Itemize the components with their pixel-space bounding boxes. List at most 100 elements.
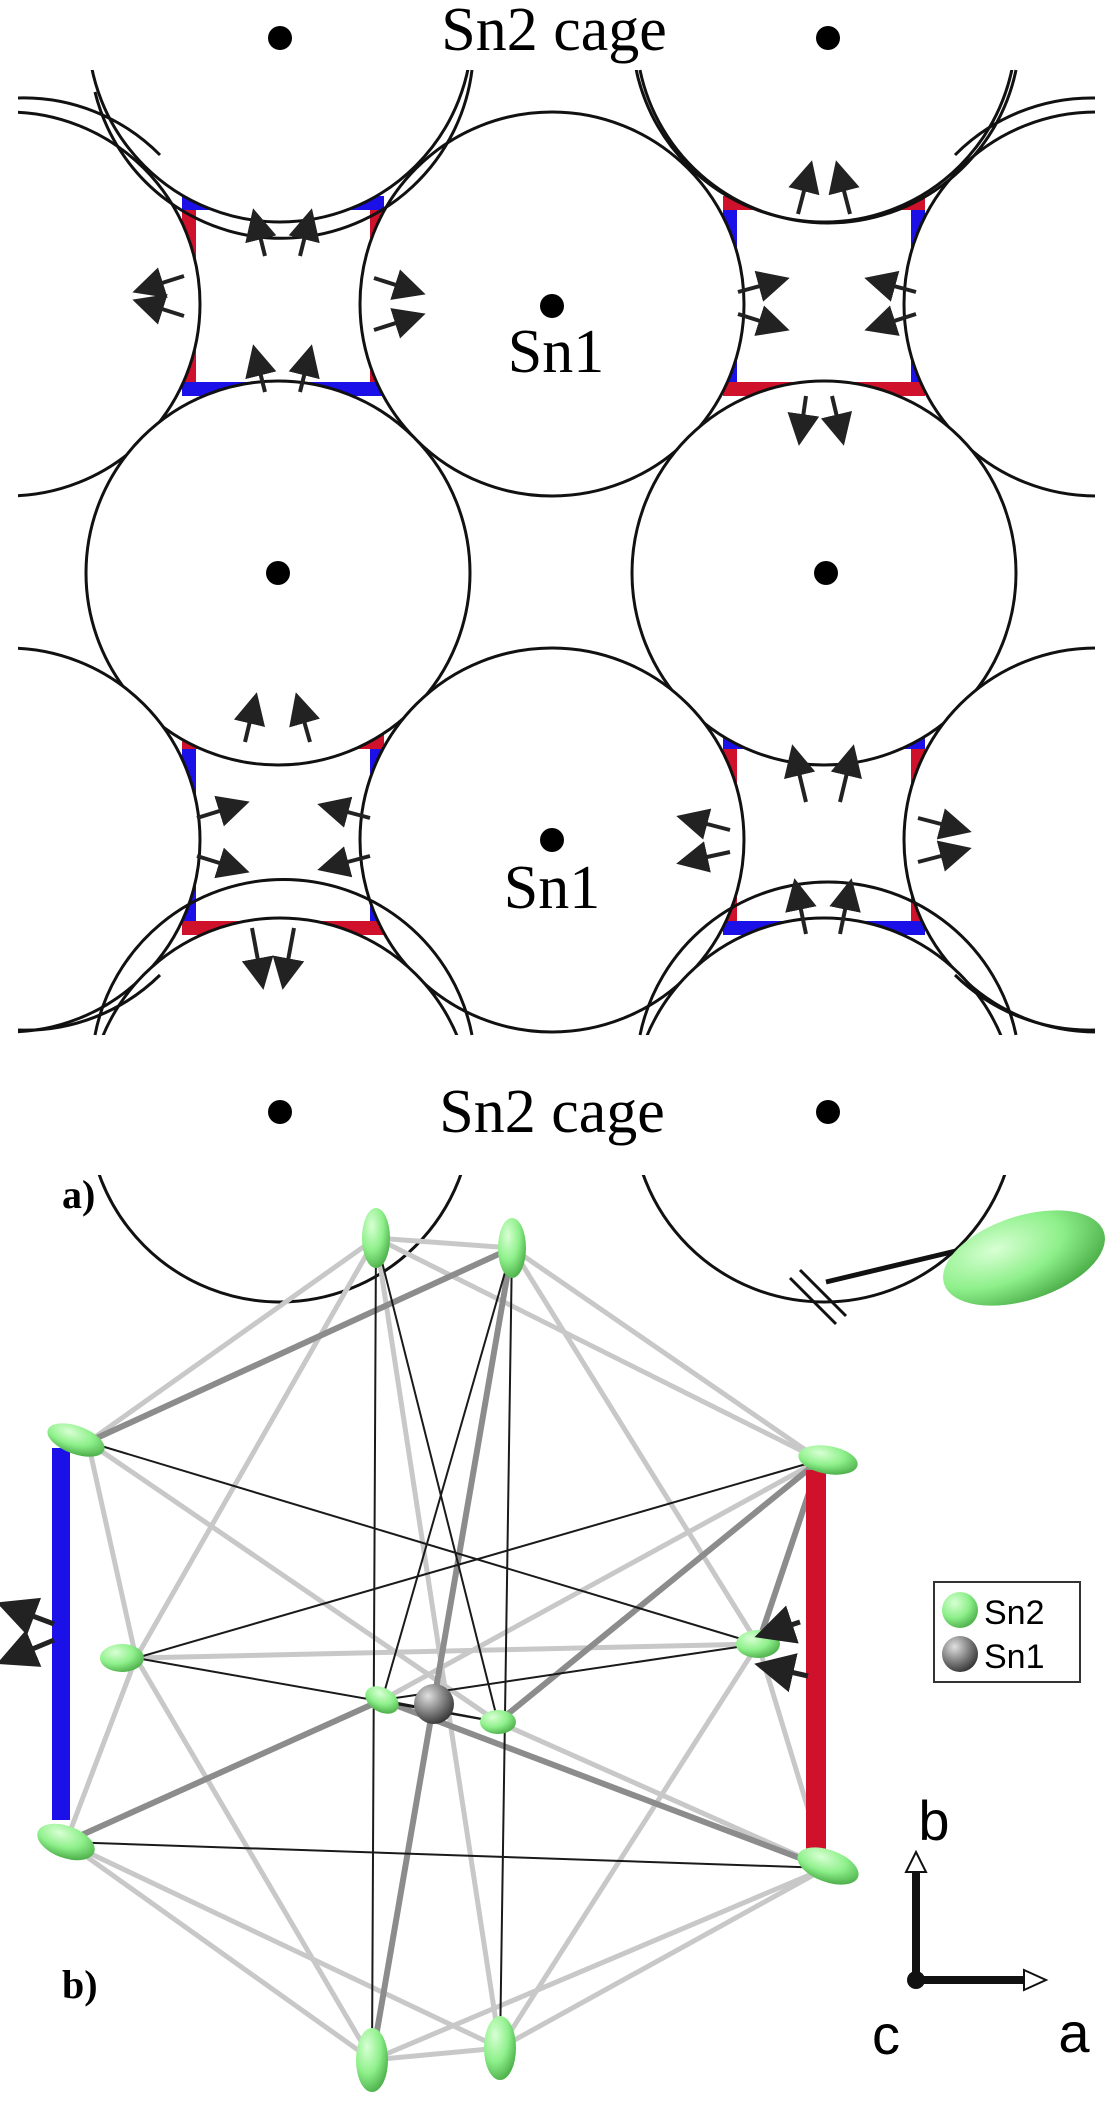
- enlarged-atom-inset: [788, 1210, 1105, 1326]
- sn1-center: [540, 828, 564, 852]
- bond: [379, 1697, 829, 1871]
- atom-dots: [266, 26, 840, 1124]
- arrow: [829, 878, 861, 935]
- sn2-atom-enlarged: [943, 1210, 1105, 1306]
- panel-a-label: a): [62, 1172, 95, 1217]
- sn2-atom: [100, 1644, 144, 1672]
- arrow: [917, 840, 972, 872]
- cage-arc: [638, 69, 1018, 225]
- bond: [135, 1459, 821, 1659]
- bond: [497, 1641, 761, 2051]
- sn1-label-upper: Sn1: [508, 318, 604, 386]
- arrow: [864, 270, 917, 302]
- inset-bond: [825, 1247, 961, 1285]
- bond: [379, 1457, 823, 1703]
- cage-arc: [638, 880, 1018, 1036]
- legend-sn2-swatch: [942, 1592, 978, 1628]
- bond: [63, 1839, 375, 2063]
- sn2-atom: [365, 1686, 399, 1714]
- red-channel-bar: [806, 1470, 826, 1852]
- arrow: [830, 744, 862, 803]
- c-axis-dot: [907, 1971, 925, 1989]
- bond: [371, 1237, 377, 2061]
- sn2-cage-center: [814, 561, 838, 585]
- arrow: [373, 269, 426, 300]
- c-axis-label: c: [872, 2003, 900, 2066]
- bond: [63, 1839, 503, 2051]
- bond: [375, 1237, 499, 1723]
- sn2-atom: [47, 1423, 105, 1457]
- arrow: [196, 847, 250, 879]
- bond: [87, 1441, 759, 1645]
- bond: [85, 1439, 139, 1661]
- cage-arc: [93, 877, 474, 1036]
- arrow: [132, 267, 185, 298]
- sn2-atom: [498, 1218, 526, 1278]
- arrow: [785, 878, 817, 935]
- arrow: [196, 795, 250, 827]
- a-axis-label: a: [1058, 2001, 1090, 2064]
- bond: [499, 1247, 513, 2049]
- bond: [509, 1245, 823, 1463]
- arrow: [233, 692, 266, 743]
- cage-arc: [17, 96, 162, 157]
- sn2-atom: [362, 1208, 390, 1268]
- bond: [85, 1235, 379, 1445]
- legend: Sn2 Sn1: [933, 1581, 1081, 1683]
- b-axis-arrowhead: [904, 1849, 928, 1873]
- arrow: [784, 744, 816, 803]
- sn1-atom: [414, 1684, 454, 1724]
- sn2-cage-center: [268, 26, 292, 50]
- bond: [65, 1841, 827, 1869]
- arrow: [676, 841, 731, 873]
- bond: [381, 1247, 513, 1701]
- arrow: [245, 344, 277, 393]
- arrow: [272, 927, 305, 990]
- bond: [373, 1235, 515, 1251]
- sn2-atom: [736, 1630, 780, 1658]
- bond: [133, 1235, 379, 1661]
- bond: [369, 1245, 515, 2063]
- arrow: [132, 294, 185, 325]
- bond: [497, 1865, 829, 2051]
- arrow: [917, 808, 972, 840]
- arrow: [737, 270, 790, 302]
- legend-sn1-label: Sn1: [984, 1638, 1045, 1676]
- arrow: [245, 208, 277, 257]
- bond: [373, 1235, 503, 2051]
- sn2-atom: [480, 1710, 516, 1734]
- sn2-cage-center: [816, 1100, 840, 1124]
- bond: [369, 2045, 503, 2063]
- arrow: [288, 344, 320, 393]
- break-mark: [798, 1268, 848, 1318]
- arrow: [828, 160, 860, 215]
- a-axis-arrowhead: [1023, 1968, 1049, 1992]
- arrow: [0, 1630, 55, 1667]
- arrow: [373, 308, 426, 339]
- axes-indicator: b a c: [872, 1789, 1090, 2066]
- b-axis-label: b: [918, 1789, 949, 1852]
- sn2-atom: [797, 1847, 859, 1885]
- bond: [63, 1697, 385, 1845]
- bond: [495, 1457, 823, 1725]
- bond: [63, 1655, 139, 1845]
- break-mark: [788, 1276, 838, 1326]
- arrow: [317, 796, 371, 828]
- cage-arc: [953, 96, 1096, 157]
- sn2-atom: [356, 2028, 388, 2092]
- sn2-cage-center: [268, 1100, 292, 1124]
- sn2-atom: [798, 1445, 858, 1475]
- displacement-arrows-b: [0, 1597, 809, 1693]
- arrow: [676, 808, 731, 840]
- arrow: [787, 395, 820, 446]
- panel-b: Sn2 Sn1 b a c b): [0, 1208, 1105, 2092]
- sn1-label-lower: Sn1: [504, 854, 600, 922]
- cage-arc: [17, 973, 162, 1032]
- panel-a: Sn2 cage Sn1 Sn1 Sn2 cage a): [0, 0, 1113, 1304]
- bond: [85, 1245, 515, 1445]
- sn2-atom: [37, 1823, 95, 1861]
- blue-channel-bar: [52, 1448, 70, 1820]
- sn2-atoms: [37, 1208, 859, 2092]
- cage-bonds: [63, 1235, 829, 2063]
